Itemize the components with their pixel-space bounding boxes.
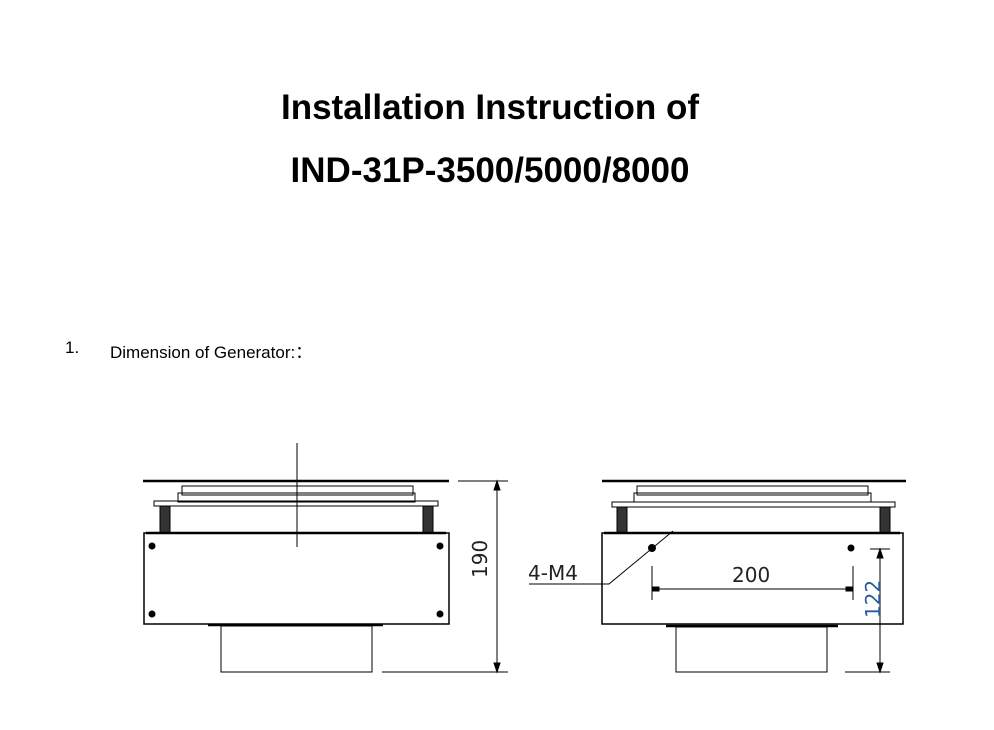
- hole-callout-4-m4: 4-M4: [528, 561, 578, 585]
- front-view: [143, 443, 508, 674]
- document-title-line2: IND-31P-3500/5000/8000: [290, 151, 690, 190]
- height-dimension-190: 190: [468, 540, 492, 578]
- document-title-line1: Installation Instruction of: [280, 88, 700, 127]
- hole-spacing-dimension-200: 200: [732, 563, 770, 587]
- side-view: [529, 479, 906, 674]
- hole-height-dimension-122: 122: [861, 580, 885, 618]
- section-heading: Dimension of Generator:：: [110, 343, 313, 362]
- section-number: 1.: [65, 338, 80, 357]
